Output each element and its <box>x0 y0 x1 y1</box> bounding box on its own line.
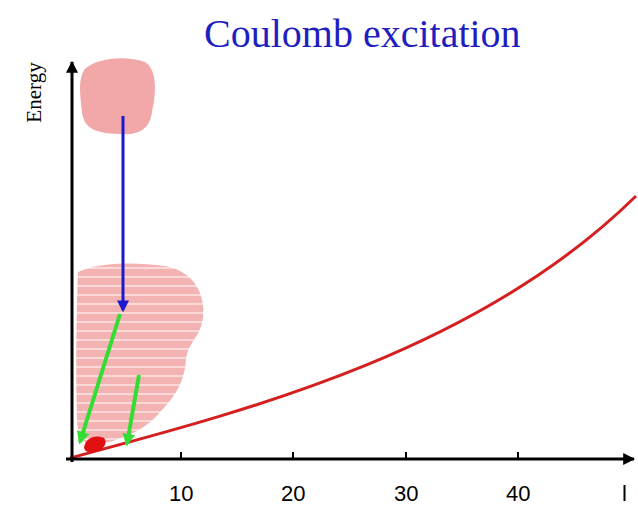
y-axis <box>71 62 74 462</box>
excitation-arrow <box>122 116 125 310</box>
tick-marks <box>181 452 518 459</box>
axis-title: l <box>622 483 627 505</box>
tick-label: 20 <box>281 483 305 505</box>
upper-state-region <box>80 58 155 134</box>
x-axis <box>66 458 634 461</box>
gamma-arrow <box>80 314 120 442</box>
ground-state-dot <box>84 436 106 452</box>
tick-label: 10 <box>169 483 193 505</box>
gamma-arrow <box>127 375 139 444</box>
excited-band-region <box>76 264 203 445</box>
tick-label: 30 <box>394 483 418 505</box>
yrast-line <box>70 196 636 458</box>
chart-title: Coulomb excitation <box>204 14 521 54</box>
tick-label: 40 <box>506 483 530 505</box>
axis-title: Energy <box>24 62 45 122</box>
